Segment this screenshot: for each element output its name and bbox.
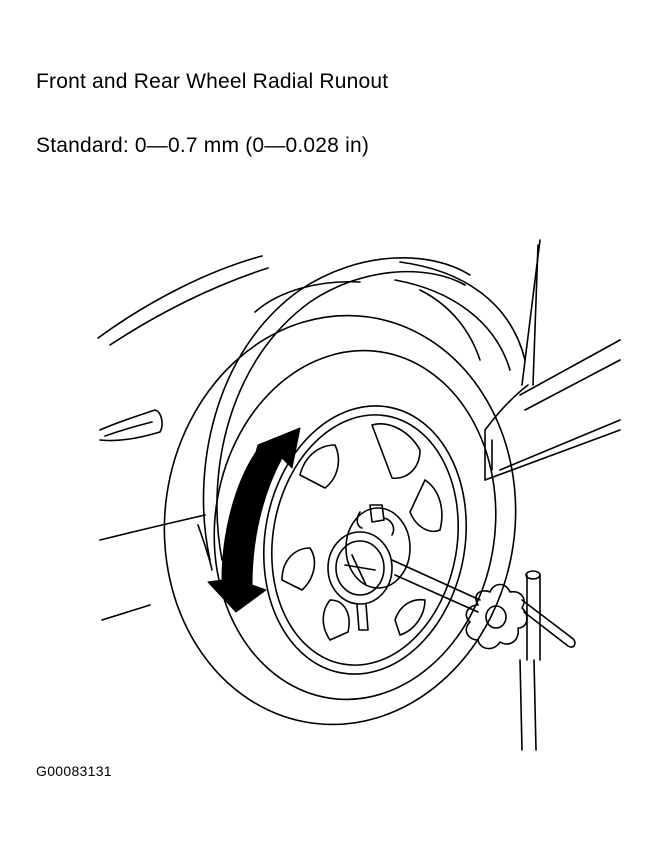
runout-arrow-icon [207,427,301,613]
runout-standard: Standard: 0—0.7 mm (0—0.028 in) [36,134,370,157]
car-body [97,239,621,621]
wheel-arch [197,257,471,571]
magnetic-stand [465,570,576,751]
dial-indicator [327,504,481,631]
wheel-rim [262,405,468,675]
diagram-title: Front and Rear Wheel Radial Runout [36,70,389,93]
figure-id: G00083131 [36,763,112,779]
tire [163,280,517,726]
